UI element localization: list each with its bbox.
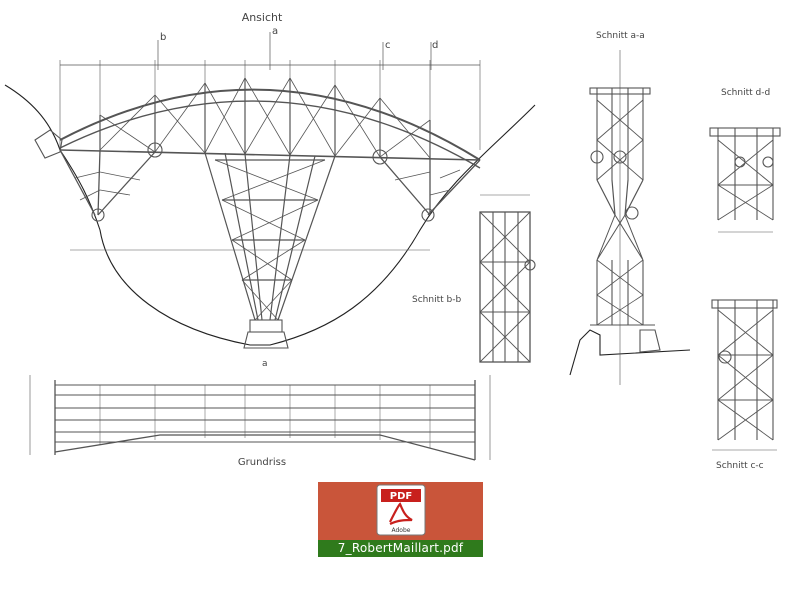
pdf-badge-text: PDF bbox=[390, 491, 412, 502]
view-title: Ansicht bbox=[242, 11, 283, 24]
arch-lower bbox=[59, 100, 481, 169]
left-abutment bbox=[34, 129, 63, 159]
section-cc bbox=[711, 299, 778, 451]
section-bb-title: Schnitt b-b bbox=[412, 295, 461, 305]
adobe-label: Adobe bbox=[392, 527, 411, 534]
section-aa-title: Schnitt a-a bbox=[596, 31, 645, 41]
cut-mark-b: b bbox=[160, 32, 166, 43]
arch-upper bbox=[59, 88, 481, 161]
section-bb bbox=[479, 194, 536, 363]
cut-mark-c: c bbox=[385, 40, 391, 51]
cut-mark-d: d bbox=[432, 40, 438, 51]
bridge-engineering-drawing: Ansicht b a c d a Grundriss Schnitt a-a … bbox=[4, 11, 781, 470]
bottom-mark-a: a bbox=[262, 359, 268, 369]
cut-mark-a: a bbox=[272, 26, 278, 37]
section-dd-title: Schnitt d-d bbox=[721, 88, 770, 98]
pdf-adobe-icon: PDF Adobe bbox=[376, 484, 426, 536]
plan-view bbox=[29, 375, 491, 461]
section-cc-title: Schnitt c-c bbox=[716, 461, 764, 470]
plan-title: Grundriss bbox=[238, 457, 286, 468]
pdf-filename[interactable]: 7_RobertMaillart.pdf bbox=[318, 540, 483, 557]
pdf-attachment-link[interactable]: PDF Adobe 7_RobertMaillart.pdf bbox=[318, 482, 483, 557]
section-dd bbox=[709, 127, 781, 233]
terrain-line bbox=[4, 84, 536, 346]
section-aa bbox=[569, 50, 691, 385]
